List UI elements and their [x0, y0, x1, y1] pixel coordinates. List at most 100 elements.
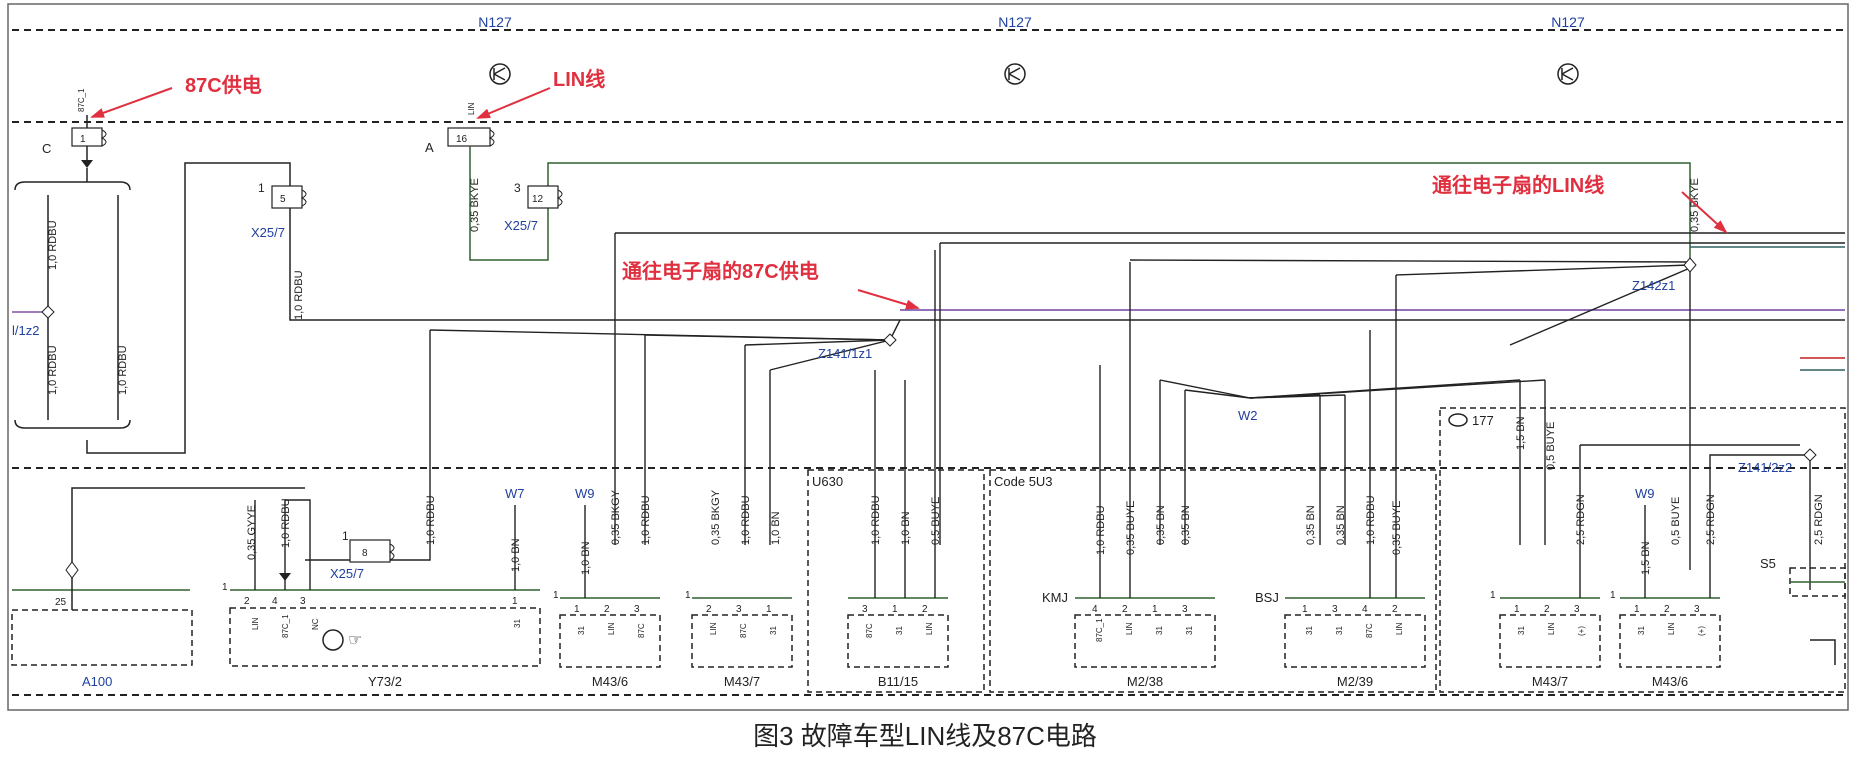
code5u3-box: [989, 469, 1437, 693]
ground-w9: W9: [1635, 486, 1655, 501]
wire-label-rdbu: 1,0 RDBU: [640, 495, 652, 545]
svg-text:LIN: LIN: [1395, 622, 1404, 635]
connector-x25-7-a: 5 1: [258, 181, 307, 209]
svg-text:M43/6: M43/6: [1652, 674, 1688, 689]
svg-text:1: 1: [80, 134, 86, 145]
wire-label-bn: 1,0 BN: [580, 541, 592, 575]
n127-label-2: N127: [998, 14, 1032, 30]
svg-text:LIN线: LIN线: [553, 67, 605, 91]
transistor-icon: [1557, 63, 1579, 85]
wire-label-bkye: 0,35 BKYE: [469, 178, 481, 232]
ground-w7: W7: [505, 486, 525, 501]
u630-box: [807, 469, 985, 693]
connector-a: 16 LIN: [447, 102, 495, 147]
connector-x25-7-b: 12 3: [514, 181, 563, 209]
m437b-block: M43/7 1 2 3 31 LIN (+): [1499, 597, 1601, 689]
wire-label-bn: 1,0 BN: [900, 511, 912, 545]
m239-bsj: BSJ: [1255, 590, 1279, 605]
svg-text:LIN: LIN: [1125, 622, 1134, 635]
splice-z141: [429, 319, 901, 545]
svg-text:4: 4: [1092, 604, 1098, 615]
svg-text:16: 16: [456, 134, 468, 145]
option-icon: [1448, 413, 1468, 427]
svg-text:87C_1: 87C_1: [77, 88, 86, 112]
svg-text:4: 4: [1362, 604, 1368, 615]
svg-text:3: 3: [736, 604, 742, 615]
svg-text:3: 3: [1332, 604, 1338, 615]
connector-arrow-icon: [81, 160, 93, 168]
splice-w2-label: W2: [1238, 408, 1258, 423]
wire-label-gyye: 0,35 GYYE: [246, 505, 258, 560]
svg-text:2: 2: [1544, 604, 1550, 615]
svg-text:1: 1: [1514, 604, 1520, 615]
svg-text:1: 1: [1634, 604, 1640, 615]
wire-lin-a: [469, 146, 1691, 262]
svg-text:M43/7: M43/7: [724, 674, 760, 689]
svg-text:12: 12: [532, 194, 544, 205]
svg-text:3: 3: [1574, 604, 1580, 615]
m436b-block: M43/6 1 2 3 31 LIN (+): [1619, 597, 1721, 689]
hand-icon: ☞: [348, 632, 362, 649]
wire-label-rdbu: 1,0 RDBU: [425, 495, 437, 545]
svg-text:(+): (+): [1577, 626, 1586, 636]
svg-text:2: 2: [1122, 604, 1128, 615]
splice-z141-2-node: [1803, 448, 1817, 462]
wire-label-buye: 0,35 BUYE: [1391, 501, 1403, 555]
svg-text:(+): (+): [1697, 626, 1706, 636]
connector-arrow-icon: [279, 573, 291, 581]
svg-text:31: 31: [1517, 626, 1526, 635]
u630-label: U630: [812, 474, 843, 489]
opt177-label: 177: [1472, 413, 1494, 428]
svg-text:Y73/2: Y73/2: [368, 674, 402, 689]
wire-label-rdbu: 1,0 RDBU: [870, 495, 882, 545]
splice-z141-label: Z141/1z1: [818, 346, 872, 361]
wire-label-bn: 0,35 BN: [1305, 505, 1317, 545]
svg-text:5: 5: [280, 194, 286, 205]
svg-text:通往电子扇的LIN线: 通往电子扇的LIN线: [1432, 173, 1604, 197]
wire-label-rdbu: 1,0 RDBU: [1365, 495, 1377, 545]
svg-text:LIN: LIN: [607, 622, 616, 635]
annotation-fan-lin: 通往电子扇的LIN线: [1432, 173, 1728, 234]
wire-label-rdbu: 1,0 RDBU: [117, 345, 129, 395]
wire-label-rdbu: 1,0 RDBU: [740, 495, 752, 545]
wire-label-rdbu: 1,0 RDBU: [47, 220, 59, 270]
svg-text:87C: 87C: [637, 623, 646, 638]
b1115-wires: [874, 250, 936, 598]
n127-boundary: [12, 29, 1845, 123]
annotation-87c: 87C供电: [90, 73, 262, 118]
splice-w2: [1159, 379, 1546, 545]
n127-label-1: N127: [478, 14, 512, 30]
svg-text:2: 2: [706, 604, 712, 615]
svg-text:2: 2: [1664, 604, 1670, 615]
connector-x25-7-c: 8 1: [342, 529, 395, 563]
svg-text:31: 31: [1335, 626, 1344, 635]
s5-block: [1789, 567, 1846, 665]
svg-text:2: 2: [244, 596, 250, 607]
annotation-lin: LIN线: [476, 67, 605, 119]
svg-text:LIN: LIN: [1547, 622, 1556, 635]
svg-text:87C: 87C: [1365, 623, 1374, 638]
svg-text:8: 8: [362, 548, 368, 559]
motor-icon: [322, 629, 344, 651]
s5-label: S5: [1760, 556, 1776, 571]
ground-w9: W9: [575, 486, 595, 501]
svg-text:1: 1: [512, 596, 518, 607]
wire-label-bn: 1,5 BN: [1515, 416, 1527, 450]
m436b-pin1: 1: [1610, 590, 1616, 601]
wire-87c-main: [86, 162, 900, 454]
wire-label-buye: 0,5 BUYE: [1670, 497, 1682, 545]
fuse-icon: [65, 561, 79, 579]
splice-left: [41, 305, 55, 319]
wire-label-bn: 1,0 BN: [770, 511, 782, 545]
wire-label-rdbu: 1,0 RDBU: [47, 345, 59, 395]
svg-text:31: 31: [513, 619, 522, 628]
svg-text:1: 1: [342, 529, 349, 543]
left-harness: [12, 168, 131, 429]
svg-text:1: 1: [892, 604, 898, 615]
wire-label-rdbu: 1,0 RDBU: [1095, 505, 1107, 555]
bus-lines: [615, 232, 1845, 321]
svg-text:87C: 87C: [865, 623, 874, 638]
wire-label-rdgn: 2,5 RDGN: [1705, 494, 1717, 545]
splice-z141-node: [883, 333, 897, 347]
